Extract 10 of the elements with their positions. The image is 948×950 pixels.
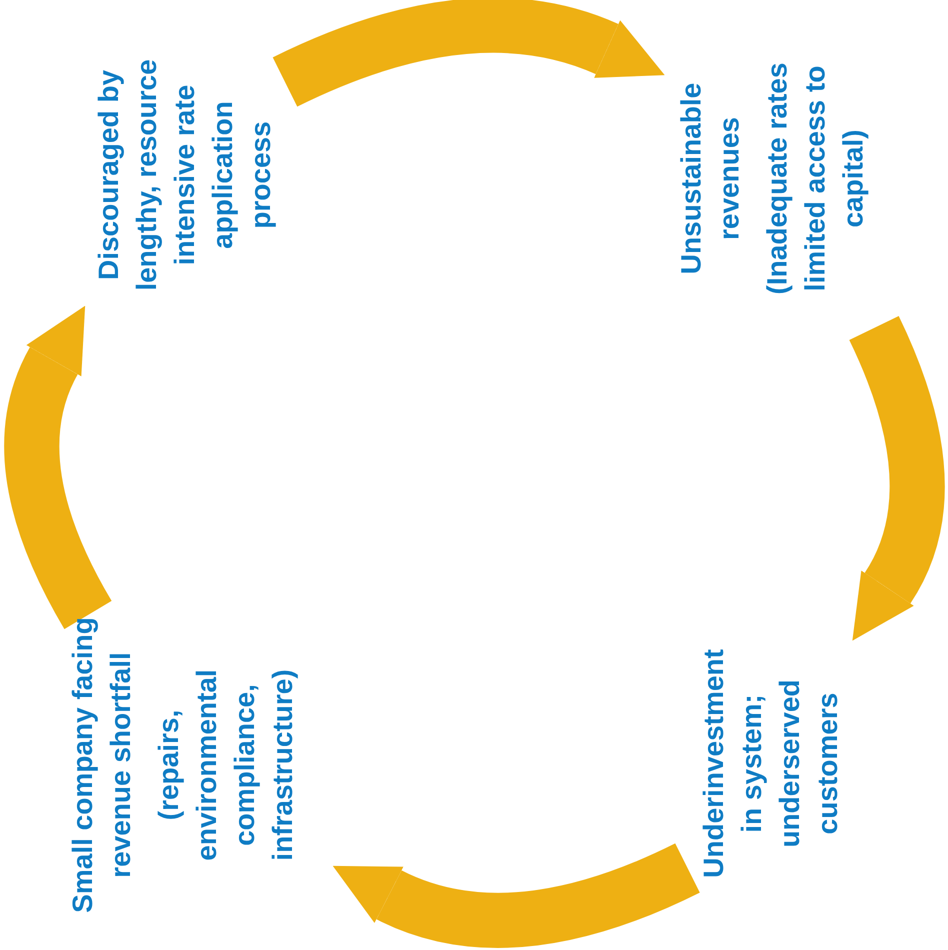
curved-arrow [4,304,112,628]
step-label: Unsustainable revenues [674,81,745,276]
curved-arrow [273,0,666,107]
curved-arrow [331,843,700,948]
step-detail: (repairs, environmental compliance, infrastructure) [152,668,299,863]
step-label: Discouraged by lengthy, resource intensive rate application process [92,58,277,293]
curved-arrow [848,316,945,643]
step-detail: (Inadequate rates limited access to capital) [760,61,870,296]
step-label: Small company facing revenue shortfall [66,616,137,915]
step-label: Underinvestment in system; underserved customers [696,648,843,880]
